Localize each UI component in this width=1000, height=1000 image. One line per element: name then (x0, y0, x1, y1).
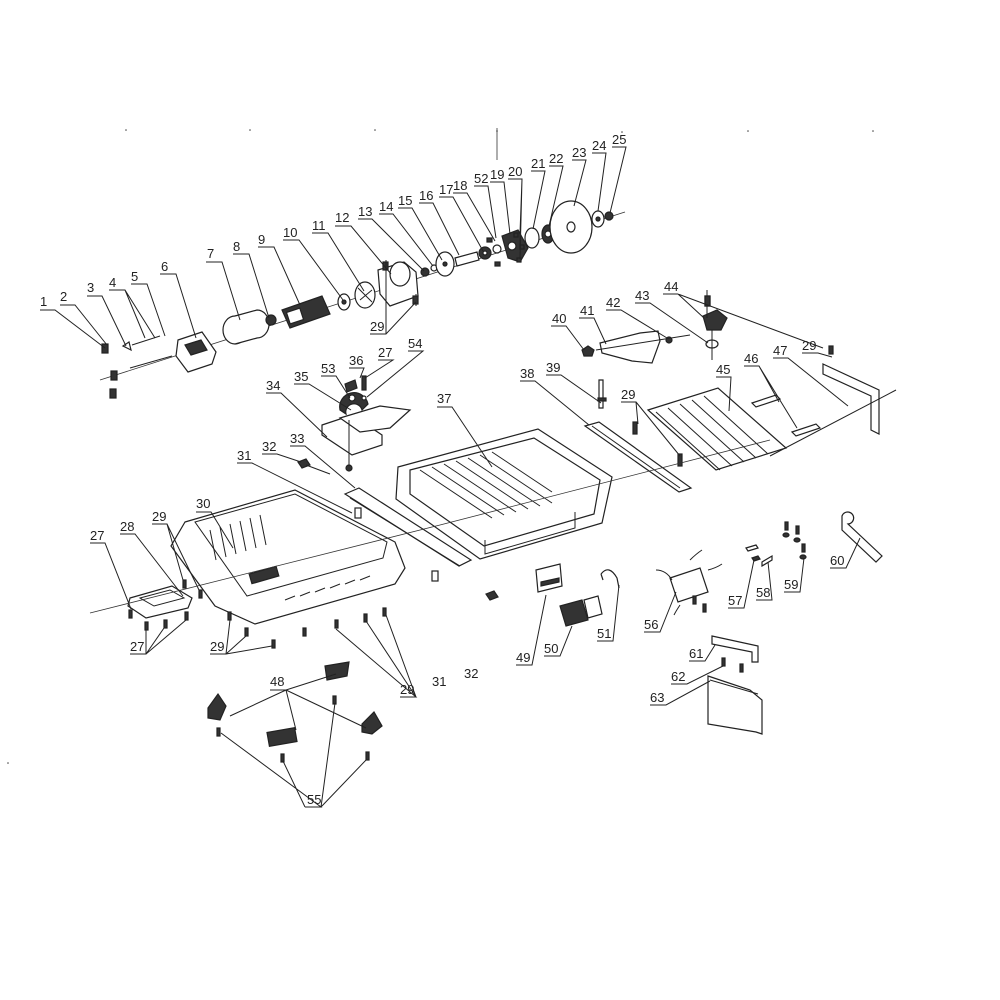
callout-37: 37 (437, 391, 451, 406)
blade-guard-assembly (581, 290, 897, 493)
callout-38: 38 (520, 366, 534, 381)
callout-8: 8 (233, 239, 240, 254)
callout-24: 24 (592, 138, 606, 153)
callout-59: 59 (784, 577, 798, 592)
callout-27b: 27 (90, 528, 104, 543)
screws-left (90, 523, 418, 698)
callout-34: 34 (266, 378, 280, 393)
callout-2: 2 (60, 289, 67, 304)
callout-9: 9 (258, 232, 265, 247)
callout-28: 28 (120, 519, 134, 534)
callout-47: 47 (773, 343, 787, 358)
leaders-miter (266, 350, 425, 438)
callout-12: 12 (335, 210, 349, 225)
callout-49: 49 (516, 650, 530, 665)
callout-29b: 29 (802, 338, 816, 353)
leaders-motor (40, 146, 627, 349)
callout-58: 58 (756, 585, 770, 600)
callout-3: 3 (87, 280, 94, 295)
callout-7: 7 (207, 246, 214, 261)
callout-62: 62 (671, 669, 685, 684)
callout-45: 45 (716, 362, 730, 377)
callout-44: 44 (664, 279, 678, 294)
callout-31a: 31 (237, 448, 251, 463)
control-parts (644, 511, 883, 735)
feet-48 (207, 661, 383, 748)
callout-31b: 31 (432, 674, 446, 689)
callout-27a: 27 (378, 345, 392, 360)
callout-39: 39 (546, 360, 560, 375)
callout-46: 46 (744, 351, 758, 366)
callout-29a: 29 (370, 319, 384, 334)
callout-10: 10 (283, 225, 297, 240)
callout-35: 35 (294, 369, 308, 384)
callout-29e: 29 (210, 639, 224, 654)
assembly-axes (89, 439, 771, 614)
callout-25: 25 (612, 132, 626, 147)
callout-63: 63 (650, 690, 664, 705)
water-tray (395, 406, 613, 560)
callout-17: 17 (439, 182, 453, 197)
callout-29d: 29 (152, 509, 166, 524)
callout-labels: 1 2 3 4 5 6 7 8 9 10 11 12 13 14 15 16 1… (40, 132, 844, 807)
callout-60: 60 (830, 553, 844, 568)
callout-13: 13 (358, 204, 372, 219)
leaders-right (520, 293, 849, 457)
callout-11: 11 (312, 218, 326, 233)
callout-29f: 29 (400, 682, 414, 697)
callout-32a: 32 (262, 439, 276, 454)
callout-29c: 29 (621, 387, 635, 402)
electrical-parts (516, 563, 620, 666)
callout-51: 51 (597, 626, 611, 641)
guide-rail (237, 445, 499, 601)
callout-18: 18 (453, 178, 467, 193)
callout-61: 61 (689, 646, 703, 661)
callout-22: 22 (549, 151, 563, 166)
callout-6: 6 (161, 259, 168, 274)
callout-27c: 27 (130, 639, 144, 654)
callout-56: 56 (644, 617, 658, 632)
callout-48: 48 (270, 674, 284, 689)
callout-55: 55 (307, 792, 321, 807)
callout-5: 5 (131, 269, 138, 284)
callout-4: 4 (109, 275, 116, 290)
callout-14: 14 (379, 199, 393, 214)
screws-55 (216, 695, 370, 808)
callout-16: 16 (419, 188, 433, 203)
callout-23: 23 (572, 145, 586, 160)
callout-57: 57 (728, 593, 742, 608)
foot-28 (127, 585, 193, 619)
callout-42: 42 (606, 295, 620, 310)
callout-15: 15 (398, 193, 412, 208)
callout-21: 21 (531, 156, 545, 171)
callout-41: 41 (580, 303, 594, 318)
lower-housing (170, 489, 406, 625)
motor-assembly (101, 200, 614, 399)
callout-52: 52 (474, 171, 488, 186)
miter-guide (321, 375, 412, 472)
callout-36: 36 (349, 353, 363, 368)
callout-1: 1 (40, 294, 47, 309)
callout-19: 19 (490, 167, 504, 182)
callout-20: 20 (508, 164, 522, 179)
callout-30: 30 (196, 496, 210, 511)
callout-33: 33 (290, 431, 304, 446)
callout-53: 53 (321, 361, 335, 376)
callout-54: 54 (408, 336, 422, 351)
callout-32b: 32 (464, 666, 478, 681)
callout-40: 40 (552, 311, 566, 326)
callout-43: 43 (635, 288, 649, 303)
callout-50: 50 (544, 641, 558, 656)
